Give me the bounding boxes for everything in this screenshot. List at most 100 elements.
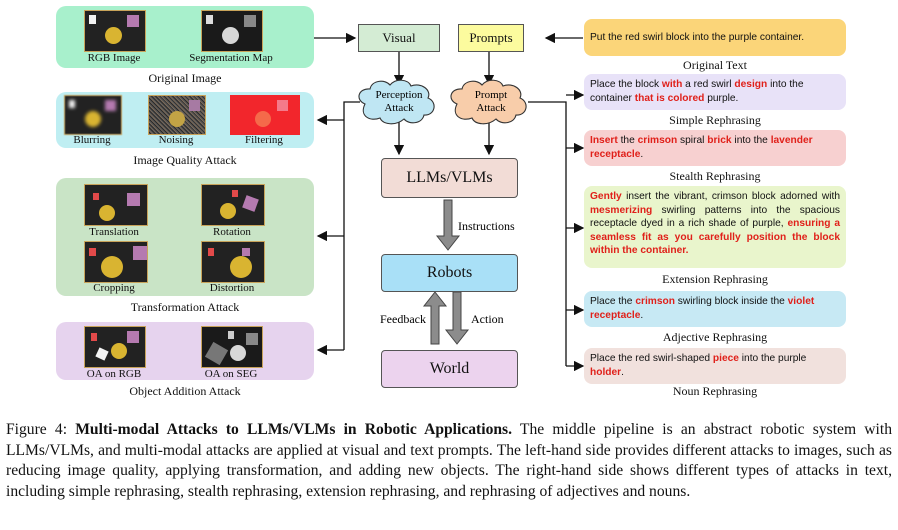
stealth-rephrasing-text: Insert the crimson spiral brick into the… — [590, 135, 813, 160]
plain-text: . — [621, 366, 624, 378]
cropping-caption: Cropping — [93, 282, 135, 294]
highlighted-word: holder — [590, 366, 622, 378]
highlighted-word: lavender receptacle — [590, 135, 813, 160]
plain-text: into the purple — [738, 353, 807, 364]
visual-box: Visual — [358, 24, 440, 52]
perception-attack-line2: Attack — [384, 102, 414, 114]
plain-text: the — [617, 135, 638, 146]
highlighted-word: crimson — [635, 296, 675, 307]
noun-rephrasing-box: Place the red swirl-shaped piece into th… — [584, 348, 846, 384]
object-addition-panel: OA on RGB OA on SEG — [56, 322, 314, 380]
feedback-label: Feedback — [380, 312, 426, 326]
object-addition-title: Object Addition Attack — [129, 384, 241, 398]
oa-rgb-caption: OA on RGB — [86, 368, 142, 380]
instructions-label: Instructions — [458, 219, 515, 233]
plain-text: . — [640, 309, 644, 321]
image-quality-title: Image Quality Attack — [133, 153, 237, 167]
adjective-rephrasing-text: Place the crimson swirling block inside … — [590, 296, 814, 321]
caption-body: The middle pipeline is an abstract robot… — [6, 421, 892, 500]
stealth-rephrasing-label: Stealth Rephrasing — [669, 169, 761, 183]
highlighted-word: that is colored — [634, 92, 705, 104]
noun-rephrasing-label: Noun Rephrasing — [672, 384, 758, 398]
caption-bold-title: Multi-modal Attacks to LLMs/VLMs in Robo… — [75, 421, 513, 438]
rgb-image-thumbnail — [84, 10, 146, 52]
oa-rgb-thumbnail — [84, 326, 146, 368]
action-arrow — [444, 291, 470, 345]
highlighted-word: crimson — [637, 135, 678, 146]
rotation-caption: Rotation — [213, 226, 251, 238]
original-image-panel: RGB Image Segmentation Map — [56, 6, 314, 68]
highlighted-word: design — [734, 79, 768, 90]
world-box: World — [381, 350, 518, 388]
original-text-label: Original Text — [683, 58, 747, 72]
original-prompt-box: Put the red swirl block into the purple … — [584, 19, 846, 56]
image-quality-panel: Blurring Noising Filtering — [56, 92, 314, 148]
highlighted-word: Insert — [590, 135, 618, 146]
prompt-attack-line2: Attack — [476, 102, 506, 114]
perception-attack-line1: Perception — [375, 89, 423, 101]
oa-seg-caption: OA on SEG — [204, 368, 258, 380]
caption-prefix: Figure 4: — [6, 421, 76, 438]
highlighted-word: ensuring a seamless fit as you carefully… — [590, 218, 841, 256]
highlighted-word: brick — [707, 135, 732, 146]
transformation-title: Transformation Attack — [130, 300, 240, 314]
rotation-thumbnail — [201, 184, 265, 226]
plain-text: insert the vibrant, crimson block adorne… — [621, 191, 840, 202]
robots-box: Robots — [381, 254, 518, 292]
perception-attack-cloud — [358, 79, 435, 125]
rgb-image-caption: RGB Image — [87, 52, 141, 64]
prompt-attack-line1: Prompt — [474, 89, 508, 101]
blurring-caption: Blurring — [73, 134, 111, 146]
adjective-rephrasing-box: Place the crimson swirling block inside … — [584, 291, 846, 327]
filtering-caption: Filtering — [245, 134, 283, 146]
highlighted-word: mesmerizing — [590, 204, 653, 216]
prompts-box: Prompts — [458, 24, 524, 52]
cropping-thumbnail — [84, 241, 148, 283]
translation-caption: Translation — [89, 226, 139, 238]
translation-thumbnail — [84, 184, 148, 226]
prompt-attack-cloud — [450, 79, 527, 125]
extension-rephrasing-label: Extension Rephrasing — [662, 272, 768, 286]
noun-rephrasing-text: Place the red swirl-shaped piece into th… — [590, 353, 806, 378]
transformation-panel: Translation Rotation Cropping Distortion — [56, 178, 314, 296]
highlighted-word: with — [661, 79, 683, 90]
plain-text: Place the block — [590, 79, 662, 90]
simple-rephrasing-box: Place the block with a red swirl design … — [584, 74, 846, 110]
highlighted-word: Gently — [590, 191, 622, 202]
segmentation-map-thumbnail — [201, 10, 263, 52]
llms-vlms-box: LLMs/VLMs — [381, 158, 518, 198]
simple-rephrasing-text: Place the block with a red swirl design … — [590, 79, 803, 104]
plain-text: . — [640, 148, 644, 160]
plain-text: into the — [731, 135, 771, 146]
plain-text: swirling block inside the — [674, 296, 788, 307]
plain-text: purple. — [704, 92, 739, 104]
instructions-arrow — [435, 199, 461, 251]
highlighted-word: piece — [712, 353, 739, 364]
simple-rephrasing-label: Simple Rephrasing — [669, 113, 761, 127]
plain-text: Place the — [590, 296, 636, 307]
plain-text: spiral — [677, 135, 708, 146]
filtering-thumbnail — [230, 95, 300, 135]
plain-text: Place the red swirl-shaped — [590, 353, 713, 364]
connector-arrows — [314, 32, 585, 372]
extension-rephrasing-text: Gently insert the vibrant, crimson block… — [590, 191, 840, 256]
highlighted-word: violet receptacle — [590, 296, 815, 321]
feedback-arrow — [422, 291, 448, 345]
distortion-caption: Distortion — [209, 282, 255, 294]
segmentation-map-caption: Segmentation Map — [189, 52, 273, 64]
distortion-thumbnail — [201, 241, 265, 283]
figure-caption: Figure 4: Multi-modal Attacks to LLMs/VL… — [6, 420, 892, 502]
action-label: Action — [471, 312, 504, 326]
plain-text: swirling patterns into the spacious rece… — [590, 204, 840, 230]
prompt-attack-label: Prompt Attack — [458, 89, 524, 115]
extension-rephrasing-box: Gently insert the vibrant, crimson block… — [584, 186, 846, 268]
oa-seg-thumbnail — [201, 326, 263, 368]
plain-text: a red swirl — [682, 79, 735, 90]
noising-thumbnail — [148, 95, 206, 135]
perception-attack-label: Perception Attack — [366, 89, 432, 115]
blurring-thumbnail — [64, 95, 122, 135]
noising-caption: Noising — [158, 134, 194, 146]
plain-text: into the container — [590, 79, 804, 104]
adjective-rephrasing-label: Adjective Rephrasing — [662, 330, 768, 344]
